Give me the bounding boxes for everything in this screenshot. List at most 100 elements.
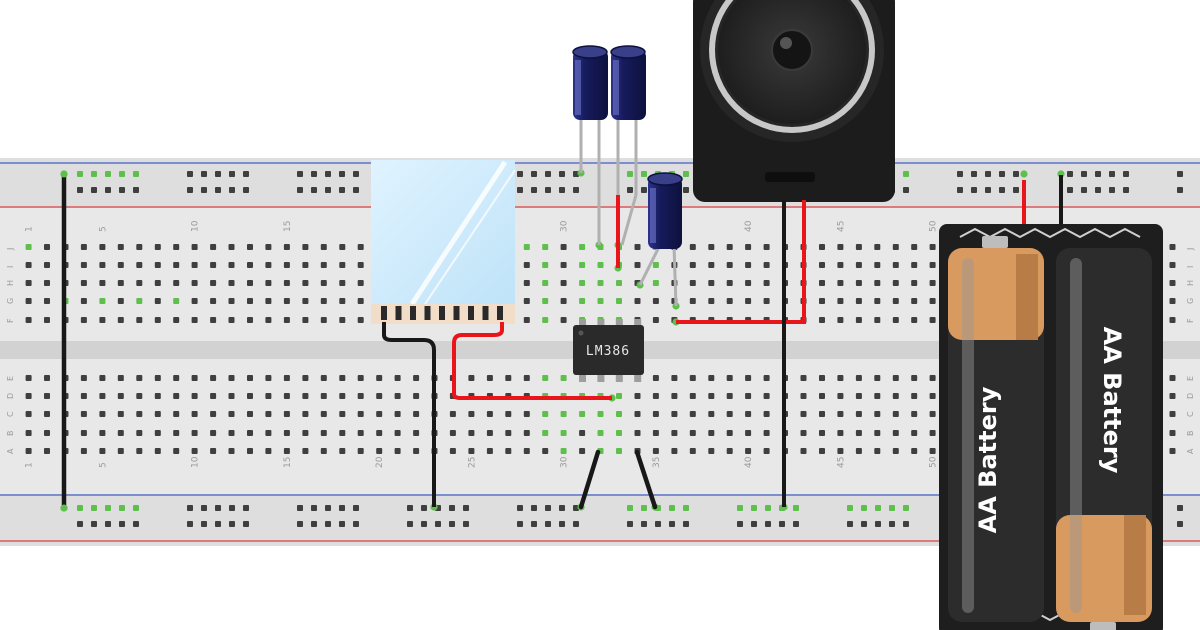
row-label: G <box>6 298 15 304</box>
breadboard-hole <box>800 393 807 399</box>
breadboard-hole <box>911 430 918 436</box>
breadboard-hole <box>210 244 217 250</box>
chip-notch <box>578 330 584 336</box>
row-label: B <box>1186 431 1195 437</box>
breadboard-hole <box>297 521 303 527</box>
breadboard-hole <box>297 187 303 193</box>
speaker-ring <box>709 0 875 133</box>
breadboard-hole <box>173 280 180 286</box>
breadboard-hole <box>800 448 807 454</box>
breadboard-hole <box>265 244 272 250</box>
breadboard-hole <box>243 171 249 177</box>
breadboard-hole <box>745 430 752 436</box>
breadboard-hole <box>579 244 586 250</box>
breadboard-hole <box>652 298 659 304</box>
battery-highlight <box>962 258 974 613</box>
breadboard-hole <box>689 375 696 381</box>
breadboard-hole <box>201 505 207 511</box>
breadboard-hole <box>80 411 87 417</box>
breadboard-hole <box>929 317 936 323</box>
breadboard-hole <box>1109 187 1115 193</box>
breadboard-hole <box>136 317 143 323</box>
breadboard-hole <box>191 262 198 268</box>
breadboard-hole <box>201 187 207 193</box>
chip-pin <box>634 375 642 382</box>
breadboard-hole <box>1169 448 1176 454</box>
breadboard-hole <box>283 430 290 436</box>
breadboard-hole <box>523 298 530 304</box>
breadboard-hole <box>1169 430 1176 436</box>
row-label: H <box>1186 280 1195 286</box>
breadboard-hole <box>339 375 346 381</box>
breadboard-hole <box>247 262 253 268</box>
breadboard-hole <box>597 262 604 268</box>
breadboard-hole <box>634 298 641 304</box>
breadboard-hole <box>154 317 161 323</box>
breadboard-hole <box>357 262 364 268</box>
column-number: 25 <box>467 457 477 468</box>
breadboard-hole <box>763 262 770 268</box>
breadboard-hole <box>229 505 235 511</box>
breadboard-hole <box>320 244 327 250</box>
breadboard-hole <box>560 448 567 454</box>
breadboard-hole <box>133 521 139 527</box>
battery-holder: AA Battery AA Battery <box>939 224 1163 630</box>
breadboard-hole <box>737 521 743 527</box>
breadboard-hole <box>597 430 604 436</box>
breadboard-hole <box>531 505 537 511</box>
breadboard-hole <box>283 280 290 286</box>
breadboard-hole <box>627 505 633 511</box>
breadboard-hole <box>283 393 290 399</box>
chip-pin <box>597 319 605 326</box>
breadboard-hole <box>229 521 235 527</box>
breadboard-hole <box>210 375 217 381</box>
breadboard-hole <box>531 521 537 527</box>
breadboard-hole <box>265 375 272 381</box>
breadboard-hole <box>1169 280 1176 286</box>
breadboard-hole <box>154 448 161 454</box>
breadboard-hole <box>191 393 198 399</box>
breadboard-hole <box>486 411 493 417</box>
breadboard-hole <box>745 298 752 304</box>
breadboard-hole <box>243 505 249 511</box>
battery-copper-shade <box>1016 254 1038 340</box>
breadboard-hole <box>173 375 180 381</box>
breadboard-hole <box>708 448 715 454</box>
breadboard-hole <box>837 430 844 436</box>
column-number: 30 <box>560 220 570 232</box>
breadboard-hole <box>357 411 364 417</box>
breadboard-hole <box>616 448 622 454</box>
breadboard-hole <box>671 430 678 436</box>
breadboard-hole <box>105 521 111 527</box>
breadboard-hole <box>173 317 180 323</box>
breadboard-hole <box>745 244 752 250</box>
breadboard-hole <box>210 430 217 436</box>
row-label: J <box>6 248 15 251</box>
breadboard-hole <box>325 521 331 527</box>
breadboard-hole <box>779 521 785 527</box>
breadboard-hole <box>971 187 977 193</box>
breadboard-hole <box>325 187 331 193</box>
breadboard-hole <box>25 317 32 323</box>
breadboard-hole <box>892 430 899 436</box>
breadboard-hole <box>265 298 272 304</box>
breadboard-hole <box>745 393 752 399</box>
breadboard-hole <box>1095 171 1101 177</box>
breadboard-hole <box>247 430 253 436</box>
battery-label-left: AA Battery <box>974 386 1002 533</box>
breadboard-hole <box>311 187 317 193</box>
breadboard-hole <box>44 393 50 399</box>
breadboard-hole <box>726 244 733 250</box>
breadboard-hole <box>25 448 32 454</box>
breadboard-hole <box>325 505 331 511</box>
breadboard-hole <box>847 505 853 511</box>
breadboard-hole <box>302 317 309 323</box>
breadboard-hole <box>376 393 383 399</box>
breadboard-hole <box>136 375 143 381</box>
breadboard-hole <box>191 298 198 304</box>
breadboard-hole <box>708 298 715 304</box>
breadboard-hole <box>119 171 125 177</box>
breadboard-hole <box>560 317 567 323</box>
column-number: 30 <box>560 456 570 468</box>
breadboard-hole <box>413 411 420 417</box>
